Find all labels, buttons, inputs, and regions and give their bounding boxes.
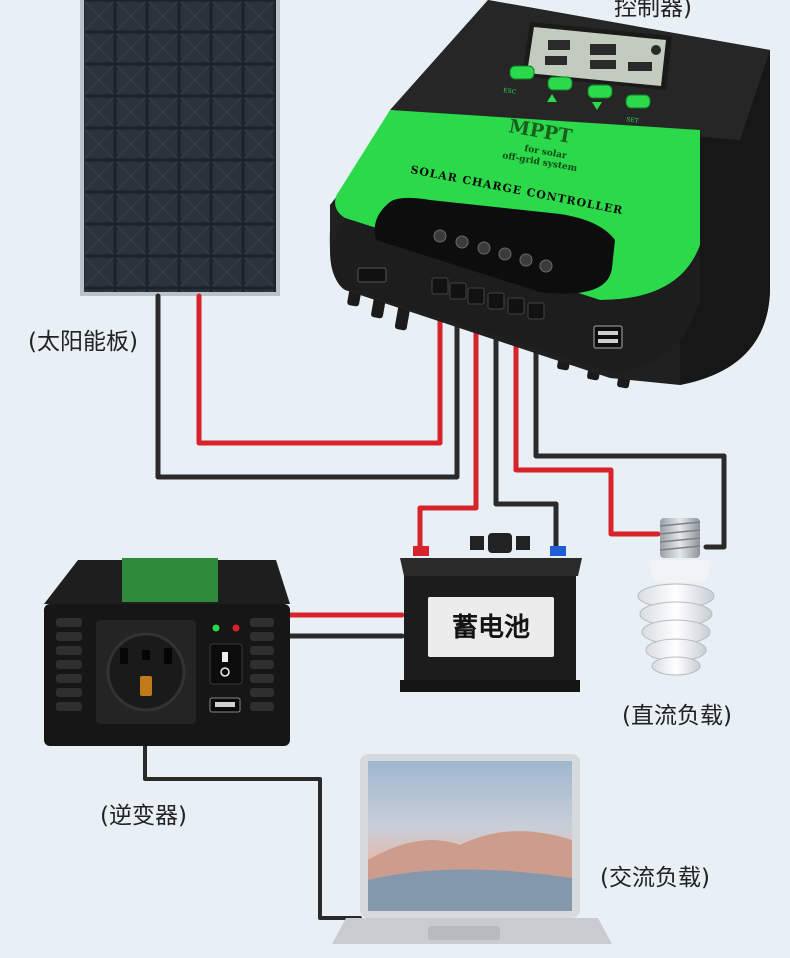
ac-socket-icon <box>106 632 186 712</box>
inverter <box>44 558 290 746</box>
battery-label: 蓄电池 <box>452 613 530 643</box>
usb-port-icon <box>593 325 623 349</box>
bulb-icon <box>637 518 715 676</box>
wire-load-positive <box>513 287 661 537</box>
solar-panel <box>80 0 280 296</box>
inverter-label: (逆变器) <box>100 803 187 829</box>
esc-key[interactable] <box>509 65 535 80</box>
key-esc-label: ESC <box>503 87 517 96</box>
battery: 蓄电池 <box>400 533 582 692</box>
wire-battery-negative <box>493 287 559 551</box>
key-set-label: SET <box>626 116 639 125</box>
laptop <box>332 754 612 944</box>
down-key[interactable] <box>587 84 613 99</box>
wire-load-negative <box>533 287 727 550</box>
wires <box>143 287 727 920</box>
wire-ac-output <box>143 743 362 920</box>
up-key[interactable] <box>547 76 573 91</box>
wire-panel-positive <box>196 287 443 446</box>
solar-panel-label: (太阳能板) <box>28 329 138 355</box>
control-keys <box>509 65 651 109</box>
lcd-display <box>522 22 672 90</box>
controller-caption: 控制器) <box>614 0 692 21</box>
wire-battery-positive <box>417 287 479 551</box>
power-switch[interactable] <box>209 643 243 685</box>
set-key[interactable] <box>625 94 651 109</box>
wire-panel-negative <box>155 287 460 480</box>
dc-load-label: (直流负载) <box>622 703 732 729</box>
charge-controller: ESC SET MPPT for solar off-grid system S… <box>329 0 770 389</box>
ac-load-label: (交流负载) <box>600 865 710 891</box>
